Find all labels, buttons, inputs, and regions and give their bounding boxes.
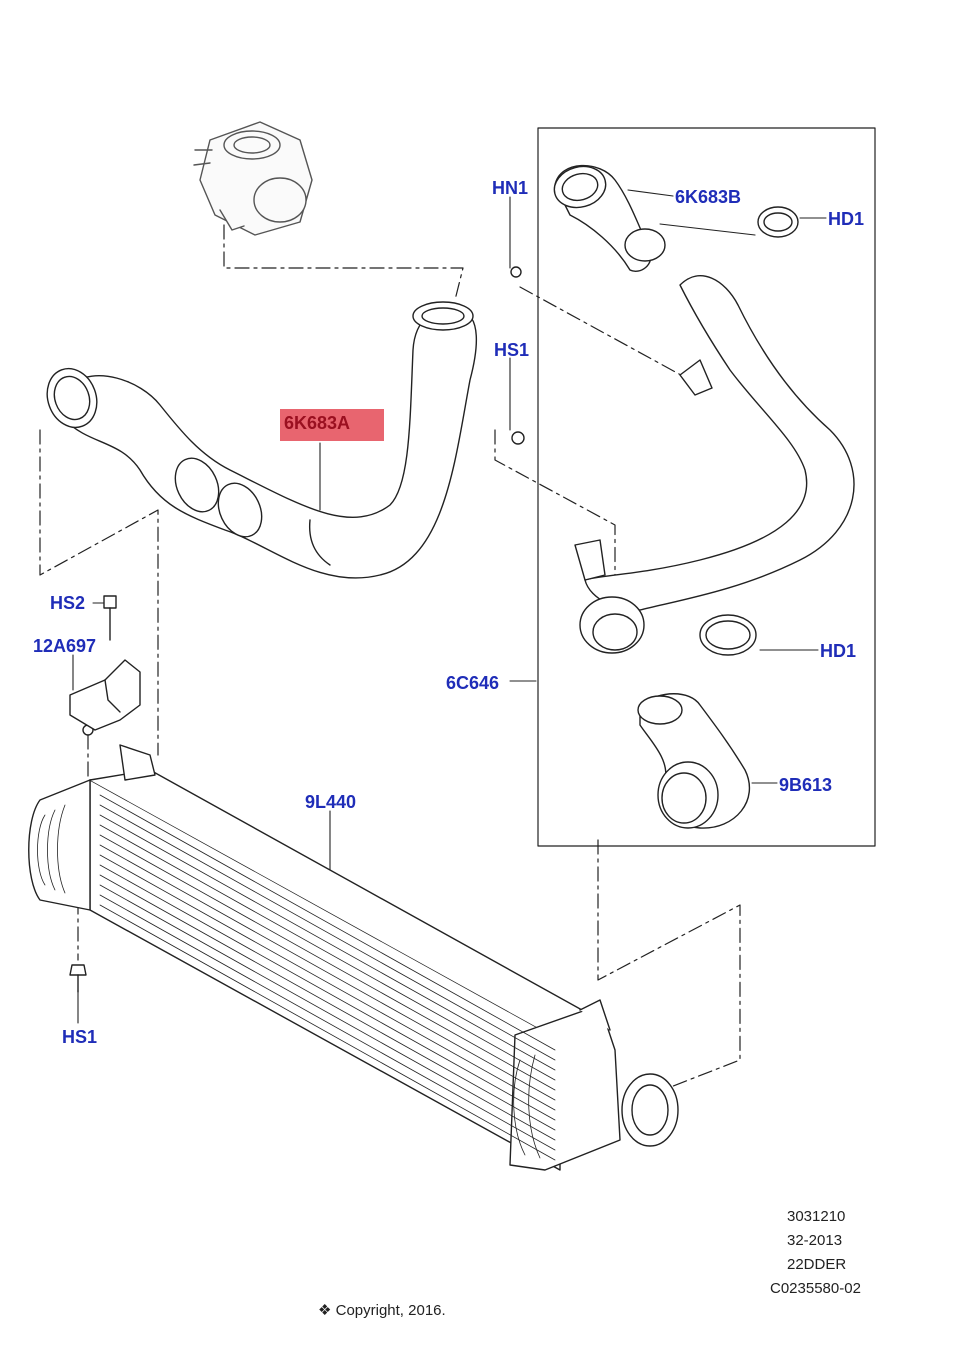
label-hn1[interactable]: HN1 — [492, 178, 529, 198]
label-6k683a-highlighted[interactable]: 6K683A — [280, 409, 384, 441]
sensor-bracket-12a697 — [69, 659, 141, 731]
intercooler-fins — [37, 794, 556, 1161]
label-hd1-top[interactable]: HD1 — [828, 209, 865, 229]
hose-6k683a — [46, 301, 477, 579]
label-12a697[interactable]: 12A697 — [33, 636, 97, 656]
label-hs2[interactable]: HS2 — [50, 593, 86, 613]
inset-frame — [537, 127, 876, 847]
info-line-1: 3031210 — [787, 1208, 846, 1225]
hose-6k683b — [553, 164, 666, 272]
label-hs1-bottom[interactable]: HS1 — [62, 1027, 98, 1047]
label-hd1-mid[interactable]: HD1 — [820, 641, 857, 661]
info-line-4: C0235580-02 — [770, 1280, 861, 1297]
throttle-housing — [193, 121, 313, 236]
label-6c646[interactable]: 6C646 — [446, 673, 500, 693]
clamp-hd1-mid — [699, 614, 757, 656]
hose-6c646 — [574, 275, 855, 654]
copyright-text: ❖ Copyright, 2016. — [318, 1302, 446, 1319]
clamp-hd1-top — [757, 206, 799, 238]
label-9l440[interactable]: 9L440 — [305, 792, 357, 812]
label-hs1-mid[interactable]: HS1 — [494, 340, 530, 360]
label-6k683b[interactable]: 6K683B — [675, 187, 742, 207]
intercooler-9l440 — [28, 744, 679, 1171]
hose-9b613 — [637, 693, 751, 829]
label-9b613[interactable]: 9B613 — [779, 775, 833, 795]
info-line-3: 22DDER — [787, 1256, 847, 1273]
fasteners — [69, 266, 525, 993]
info-line-2: 32-2013 — [787, 1232, 843, 1249]
